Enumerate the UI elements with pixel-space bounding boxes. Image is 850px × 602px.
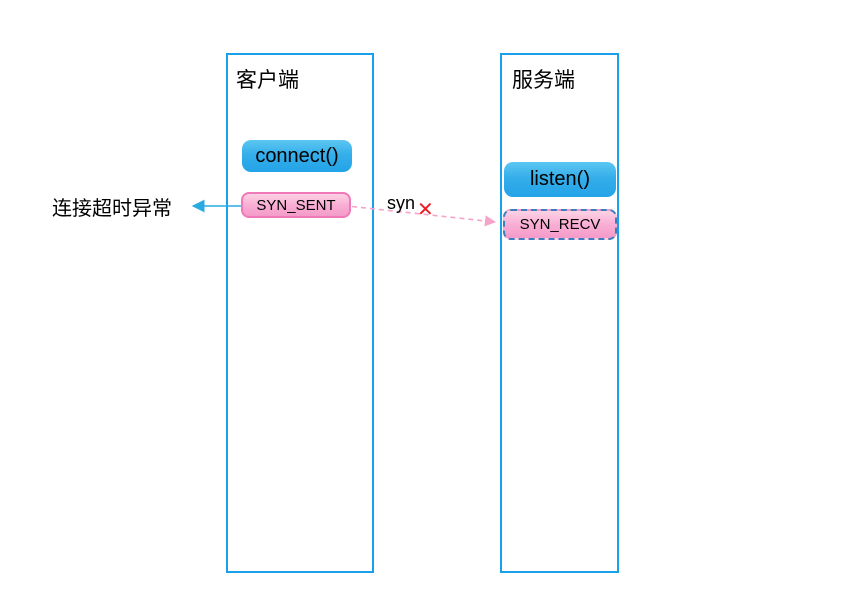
server-lane-title: 服务端 (512, 69, 575, 92)
client-lane-box (226, 53, 374, 573)
connect-call-shape: connect() (242, 140, 352, 172)
server-lane-box (500, 53, 619, 573)
client-lane-title: 客户端 (236, 69, 299, 92)
syn-message-label: syn (387, 193, 416, 213)
syn-recv-state-shape: SYN_RECV (503, 209, 617, 240)
timeout-exception-label: 连接超时异常 (52, 198, 172, 220)
listen-call-shape: listen() (504, 162, 616, 197)
syn-sent-state-shape: SYN_SENT (241, 192, 351, 218)
failure-cross-icon: ✕ (417, 199, 434, 221)
